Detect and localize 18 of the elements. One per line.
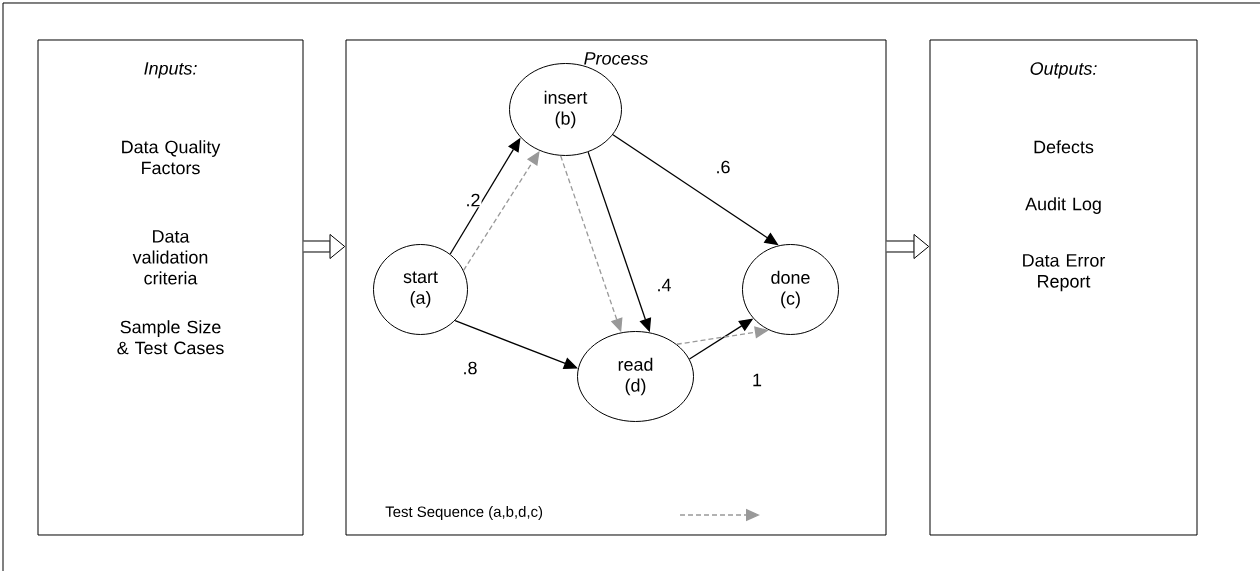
- panel-heading: Inputs:: [144, 62, 197, 79]
- panel-heading: Process: [584, 52, 648, 65]
- item-text: Audit Log: [1025, 197, 1101, 214]
- block-arrow: [303, 233, 346, 260]
- panel-heading: Outputs:: [1030, 62, 1097, 79]
- edge-label: .4: [655, 277, 673, 293]
- block-arrow: [886, 233, 930, 260]
- edge-label: 1: [751, 372, 763, 388]
- edge-label: .6: [714, 159, 732, 175]
- arrow: [454, 320, 578, 370]
- item-text: Data Quality Factors: [122, 140, 221, 175]
- edge-label: .8: [461, 360, 479, 376]
- item-text: Data validation criteria: [132, 230, 208, 285]
- item-text: Defects: [1034, 140, 1094, 154]
- edge-label: .2: [464, 192, 482, 208]
- item-text: Sample Size & Test Cases: [117, 320, 224, 355]
- item-text: Data Error Report: [1023, 254, 1106, 292]
- legend-text: Test Sequence (a,b,d,c): [385, 506, 543, 520]
